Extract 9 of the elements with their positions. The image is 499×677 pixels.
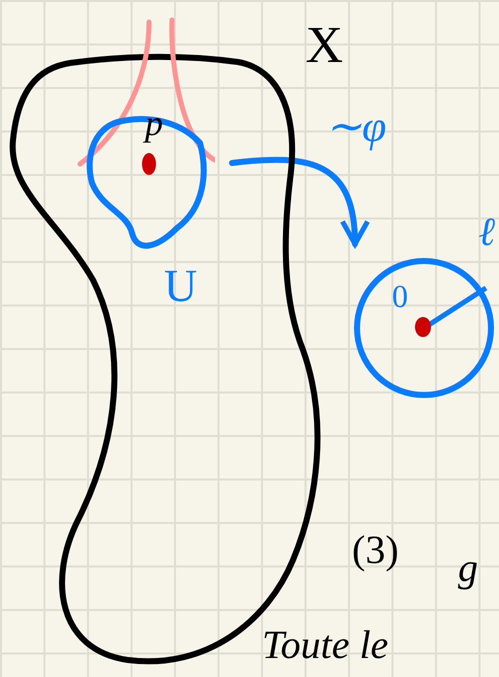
math-label: 0 [392, 280, 408, 312]
handwritten-text: (3) [352, 530, 399, 570]
edge-label: ∼φ [325, 105, 386, 149]
handwritten-text: g [458, 548, 478, 588]
arrow [229, 156, 369, 247]
math-label: U [164, 263, 198, 309]
math-label: X [305, 20, 343, 72]
handwritten-text: Toute le [262, 625, 388, 665]
math-label: ℓ [478, 212, 495, 252]
